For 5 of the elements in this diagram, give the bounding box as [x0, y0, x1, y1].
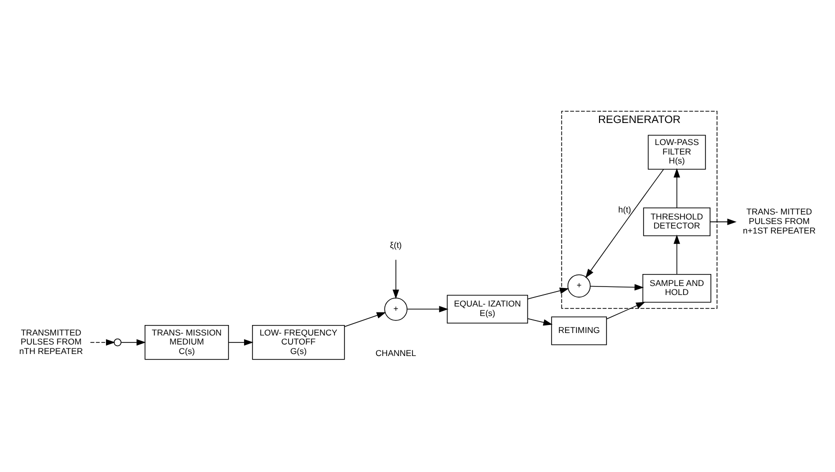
node-text: TRANS- MITTED PULSES FROM n+1ST REPEATER: [742, 206, 816, 235]
node-text: ξ(t): [390, 239, 402, 250]
edge-label: h(t): [618, 204, 632, 214]
label: CHANNEL: [376, 348, 416, 358]
node-text: TRANSMITTED PULSES FROM nTH REPEATER: [19, 326, 83, 356]
